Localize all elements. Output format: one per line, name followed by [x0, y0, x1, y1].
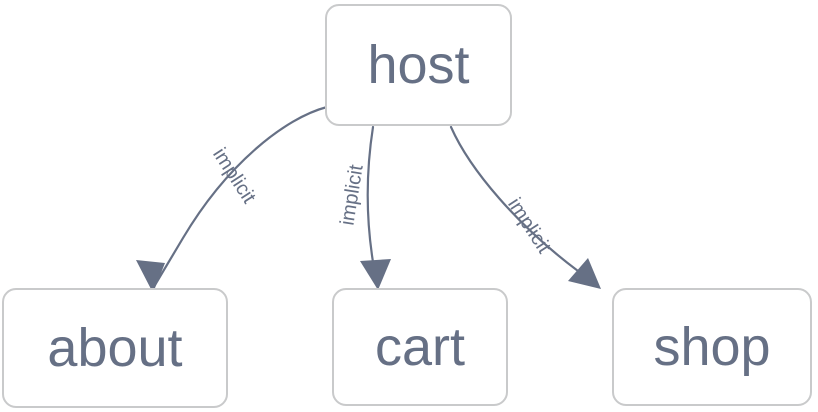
arrowhead-icon-about [136, 260, 165, 293]
edge-host-shop-path [449, 125, 599, 287]
node-about-label: about [47, 318, 183, 378]
edge-host-about[interactable]: implicit [136, 105, 329, 293]
node-cart-label: cart [374, 317, 466, 377]
node-shop-label: shop [653, 317, 771, 377]
node-shop[interactable]: shop [612, 288, 812, 406]
arrowhead-icon-shop [568, 258, 601, 289]
node-cart[interactable]: cart [332, 288, 508, 406]
node-host-label: host [367, 35, 470, 95]
edge-label-host-cart: implicit [336, 163, 367, 227]
node-about[interactable]: about [2, 288, 228, 408]
edge-host-shop[interactable]: implicit [449, 125, 601, 289]
arrowhead-icon-cart [360, 259, 391, 290]
edge-label-host-about: implicit [208, 144, 260, 208]
edge-host-about-path [150, 105, 329, 292]
node-host[interactable]: host [325, 4, 512, 126]
edge-label-host-shop: implicit [503, 194, 555, 258]
edge-host-cart-path [366, 125, 379, 288]
edge-host-cart[interactable]: implicit [336, 125, 391, 290]
